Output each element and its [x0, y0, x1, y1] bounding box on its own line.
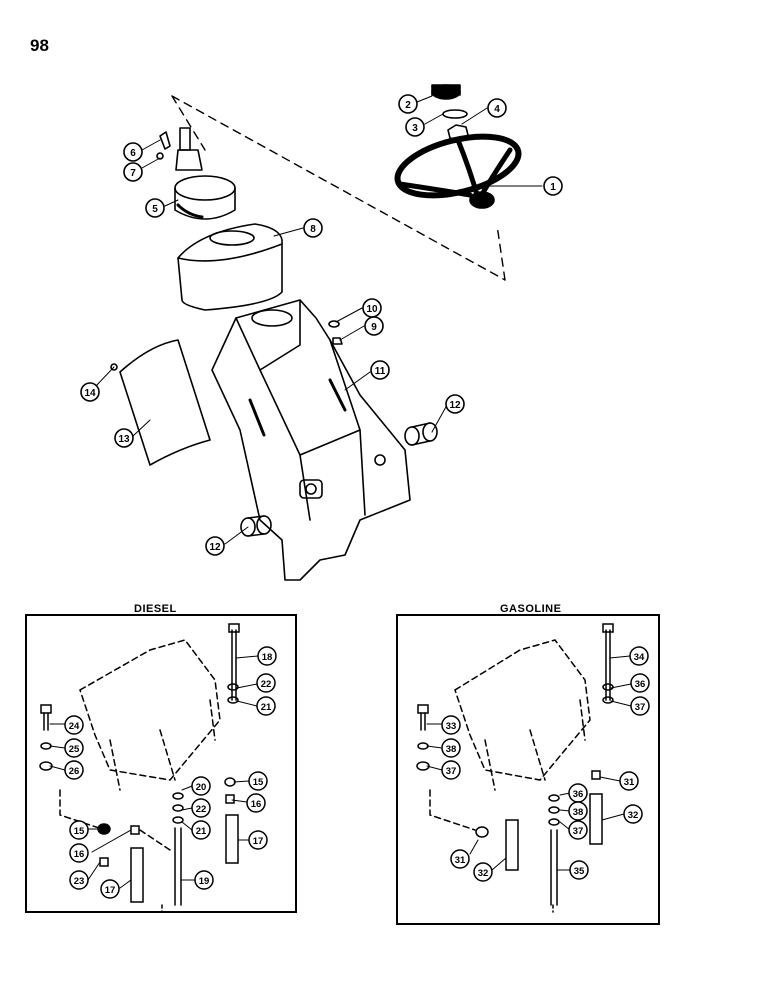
panel-screw	[110, 363, 118, 371]
callout: 22	[196, 804, 207, 815]
callout: 18	[262, 652, 273, 663]
callout: 25	[69, 744, 80, 755]
callout: 26	[69, 766, 80, 777]
callout: 15	[74, 826, 85, 837]
flat-washer	[328, 320, 340, 328]
callout: 16	[251, 799, 262, 810]
gasoline-panel	[396, 614, 660, 925]
diesel-panel	[25, 614, 297, 913]
callout: 35	[574, 866, 585, 877]
bushing-upper	[404, 422, 438, 446]
leader-lines-main	[94, 95, 543, 545]
callout: 32	[628, 810, 639, 821]
callout: 37	[573, 826, 584, 837]
callout: 37	[446, 766, 457, 777]
callout: 32	[478, 868, 489, 879]
callout: 34	[634, 652, 645, 663]
callout: 3	[412, 123, 418, 134]
bushing-lower	[240, 515, 272, 537]
callout-labels-gasoline: 34 36 37 33 38 37 31 36 38 37 32 31 32 3…	[446, 652, 646, 879]
diesel-panel-label: DIESEL	[134, 603, 177, 615]
callout: 6	[130, 148, 136, 159]
callout: 31	[624, 777, 635, 788]
leader-lines-gasoline	[426, 655, 632, 871]
callout: 14	[84, 388, 96, 399]
callout-labels-diesel: 18 22 21 24 25 26 20 22 21 15 16 15 16 1…	[69, 652, 273, 896]
callout: 37	[635, 702, 646, 713]
support-frame	[211, 299, 411, 581]
callout: 11	[375, 366, 386, 377]
gasoline-panel-label: GASOLINE	[500, 603, 562, 615]
callout: 31	[455, 855, 466, 866]
callout: 2	[405, 100, 411, 111]
callout-circles-gasoline	[441, 646, 650, 882]
page-number: 98	[30, 36, 49, 55]
callout: 15	[253, 777, 264, 788]
callout: 5	[152, 204, 158, 215]
callout: 21	[196, 826, 207, 837]
callout: 36	[573, 789, 584, 800]
hex-nut	[447, 124, 469, 141]
callout: 16	[74, 849, 85, 860]
callout: 38	[573, 807, 584, 818]
callout: 19	[199, 876, 210, 887]
callout: 8	[310, 224, 316, 235]
callout-labels-main: 1 2 3 4 5 6 7 8 9 10 11 12 13 14 12	[84, 100, 556, 553]
callout: 13	[118, 434, 130, 445]
callout-circles-main	[80, 94, 563, 556]
callout: 17	[253, 836, 264, 847]
callout: 10	[366, 304, 378, 315]
callout: 7	[130, 168, 136, 179]
callout: 9	[371, 322, 377, 333]
o-ring	[442, 109, 468, 119]
leader-lines-diesel	[49, 655, 259, 889]
callout: 24	[69, 721, 80, 732]
callout: 21	[261, 702, 272, 713]
callout-circles-diesel	[64, 646, 277, 899]
callout: 12	[209, 542, 221, 553]
callout: 38	[446, 744, 457, 755]
callout: 36	[635, 679, 646, 690]
callout: 22	[261, 679, 272, 690]
nut-cap	[431, 84, 461, 100]
lock-washer	[156, 152, 164, 160]
steering-wheel	[394, 133, 522, 209]
callout: 33	[446, 721, 457, 732]
column-cover	[177, 223, 283, 311]
callout: 20	[196, 782, 207, 793]
callout: 17	[105, 885, 116, 896]
callout: 23	[74, 876, 85, 887]
callout: 4	[494, 104, 500, 115]
callout: 12	[449, 400, 461, 411]
steering-motor	[174, 127, 236, 220]
access-panel	[119, 339, 211, 466]
cap-screw	[159, 131, 171, 150]
mounting-pin	[332, 337, 343, 345]
assembly-guide-line	[171, 95, 506, 281]
callout: 1	[550, 182, 556, 193]
